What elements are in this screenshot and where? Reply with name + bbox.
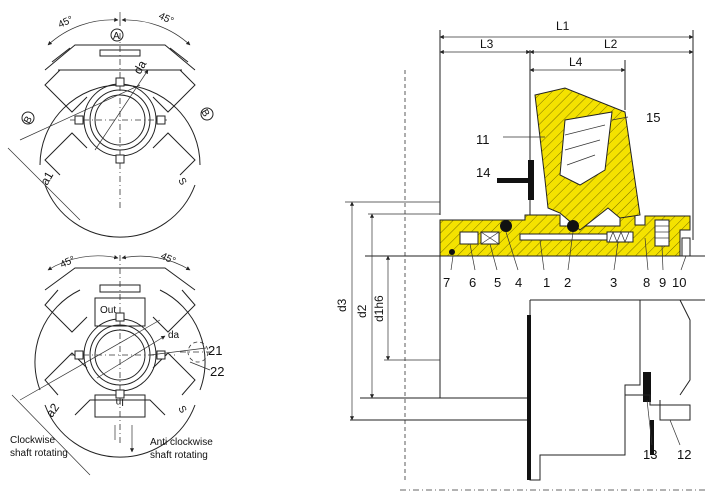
bottom-angle-right: 45° [159, 251, 177, 267]
part-8: 8 [643, 275, 650, 290]
part-15: 15 [646, 110, 660, 125]
dim-l2: L2 [604, 37, 618, 51]
part-4: 4 [515, 275, 522, 290]
part-7: 7 [443, 275, 450, 290]
part-2: 2 [564, 275, 571, 290]
caption-clockwise-2: shaft rotating [10, 448, 68, 459]
plug-14 [497, 178, 533, 183]
top-dim-a1: a1 [37, 169, 56, 188]
top-angle-left: 45° [57, 14, 75, 30]
section-view: L1 L3 L2 L4 d3 d2 d1h6 1 2 3 [335, 19, 705, 491]
flange-slots [44, 44, 196, 176]
part-11: 11 [476, 132, 490, 147]
quench-passage [559, 111, 613, 186]
o-ring-7 [449, 249, 455, 255]
part-5: 5 [494, 275, 501, 290]
dim-d1h6: d1h6 [372, 295, 386, 322]
out-label: Out [100, 305, 116, 316]
spring-retainer [459, 231, 479, 245]
view-a-marker [110, 28, 124, 42]
bottom-flange-view: Out In 45° 45° da a2 21 22 S [10, 251, 224, 476]
dim-l3: L3 [480, 37, 494, 51]
top-slot-s: S [175, 176, 188, 188]
caption-clockwise-1: Clockwise [10, 435, 55, 446]
set-screw-bottom [115, 154, 125, 164]
part-12: 12 [677, 447, 691, 462]
set-screw-9 [654, 219, 670, 247]
part-13: 13 [643, 447, 657, 462]
part-1: 1 [543, 275, 550, 290]
part-6: 6 [469, 275, 476, 290]
spring-3 [606, 231, 634, 243]
gland-plate-lower [527, 315, 531, 480]
label-21: 21 [208, 343, 222, 358]
part-14: 14 [476, 165, 490, 180]
o-ring-2 [567, 220, 579, 232]
set-screw-right [156, 115, 166, 125]
view-a-label: A [113, 31, 120, 42]
dim-l4: L4 [569, 55, 583, 69]
part-10: 10 [672, 275, 686, 290]
label-22: 22 [210, 364, 224, 379]
side-b-right: B [198, 108, 211, 120]
side-b-left: B [22, 114, 35, 126]
caption-anticlockwise-2: shaft rotating [150, 450, 208, 461]
part-3: 3 [610, 275, 617, 290]
o-ring-4 [500, 220, 512, 232]
top-angle-right: 45° [157, 11, 175, 27]
bottom-slot-s: S [175, 404, 188, 416]
set-screw-top [115, 77, 125, 87]
dim-l1: L1 [556, 19, 570, 33]
set-screw-left [74, 115, 84, 125]
part-9: 9 [659, 275, 666, 290]
dim-d2: d2 [355, 304, 369, 318]
bottom-dim-da: da [168, 330, 180, 341]
top-dim-da: da [130, 58, 149, 77]
top-flange-view: 45° 45° A B B da a1 S [7, 11, 214, 238]
dim-d3: d3 [335, 298, 349, 312]
bottom-dim-a2: a2 [43, 400, 62, 419]
caption-anticlockwise-1: Anti clockwise [150, 437, 213, 448]
